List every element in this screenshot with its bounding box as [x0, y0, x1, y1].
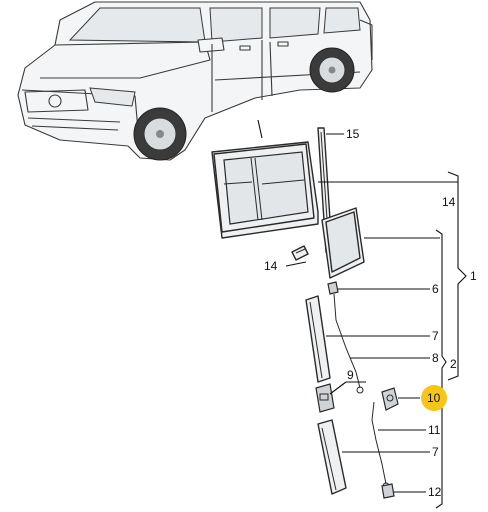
assembly-brackets [435, 171, 467, 509]
callout-14-part: 14 [264, 259, 278, 273]
callout-12: 12 [428, 485, 442, 499]
callout-7-upper: 7 [432, 329, 439, 343]
control-rod-lower [371, 401, 390, 490]
callout-10: 10 [427, 391, 441, 405]
callout-labels: 15 14 14 1 6 7 8 2 9 10 11 7 12 [264, 127, 477, 499]
callout-9: 9 [347, 368, 354, 382]
van-pointer-line [257, 119, 263, 139]
clip-part-14 [291, 245, 309, 261]
callout-15: 15 [346, 127, 360, 141]
callout-2: 2 [450, 357, 457, 371]
van-illustration [17, 1, 373, 161]
sliding-window-panel [211, 141, 319, 239]
callout-11: 11 [428, 423, 441, 437]
callout-8: 8 [432, 351, 439, 365]
control-rod-upper [327, 281, 364, 394]
trim-panel-lower [317, 419, 347, 495]
lock-block-9 [315, 383, 335, 413]
callout-1: 1 [470, 269, 477, 283]
callout-6: 6 [432, 282, 439, 296]
fixed-window-glass [321, 207, 365, 279]
latch-part-10 [381, 387, 399, 411]
callout-14-panel: 14 [442, 195, 456, 209]
highlight-badge [421, 385, 447, 411]
clip-part-12 [381, 483, 395, 499]
trim-panel-upper [305, 295, 331, 383]
callout-7-lower: 7 [432, 445, 439, 459]
leader-lines [285, 133, 458, 493]
